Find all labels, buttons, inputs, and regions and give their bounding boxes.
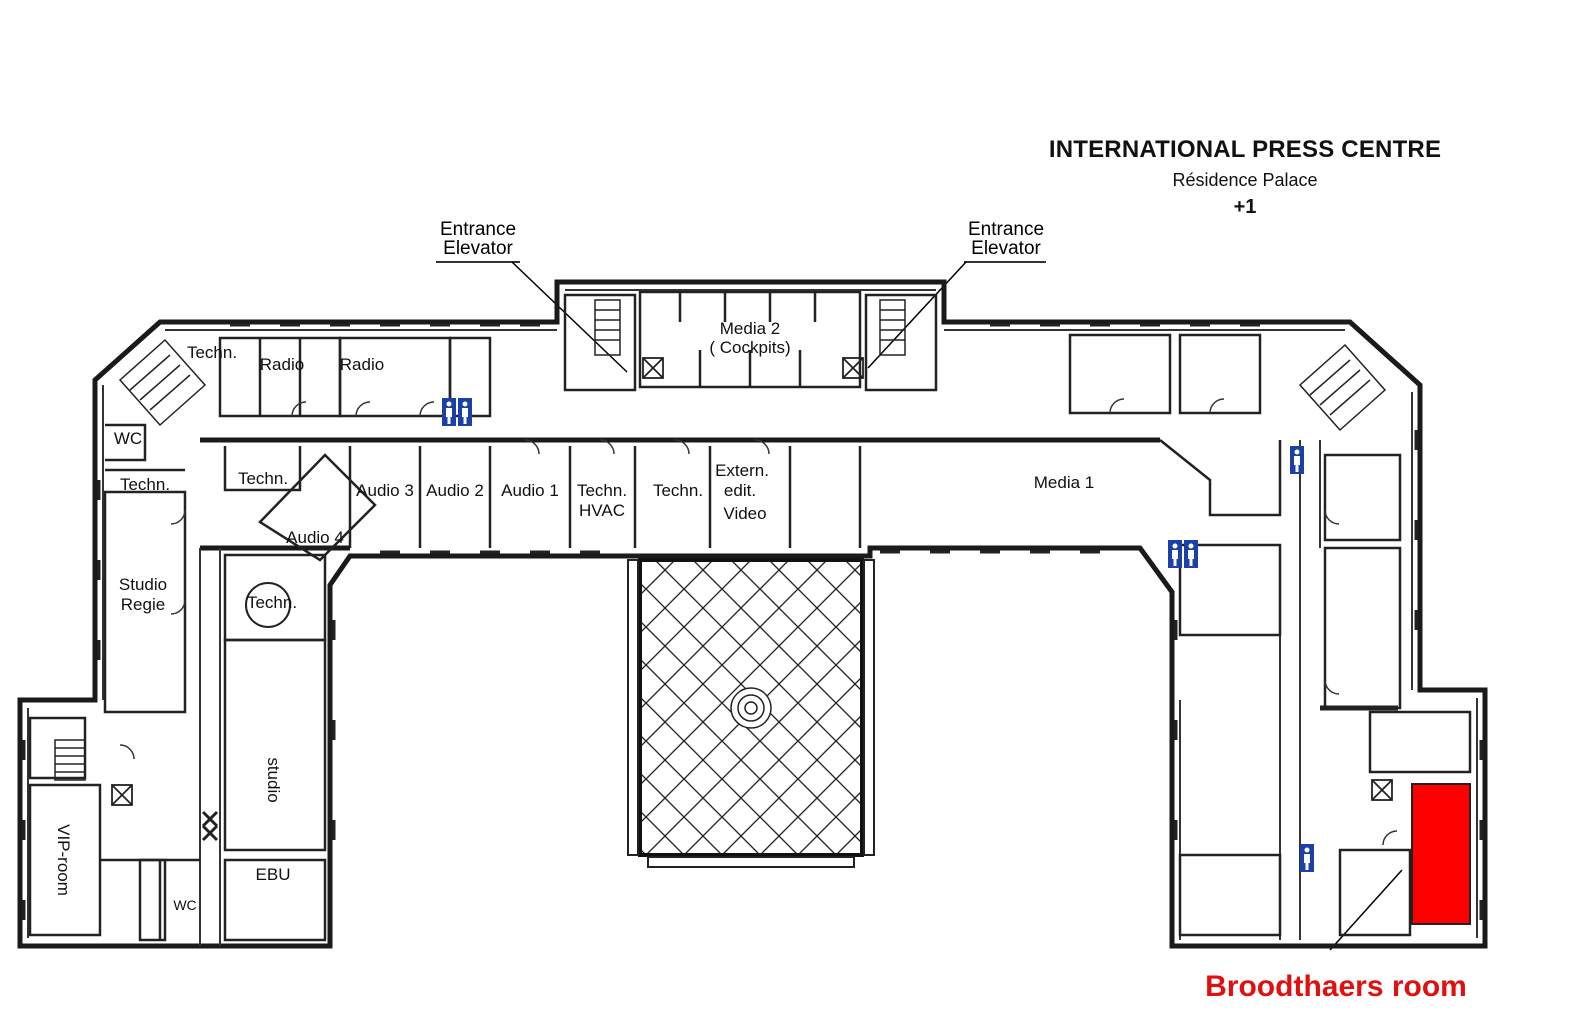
room-label: EBU [256,865,291,884]
round-techn-outline [245,582,291,628]
room-label: Extern. [715,461,769,480]
room-label: Techn. [247,593,297,612]
room-label: Video [723,504,766,523]
room-label: Techn. [120,475,170,494]
room-label: studio [264,757,283,802]
elevator-icon [111,357,1393,842]
room-label: HVAC [579,501,625,520]
staircase-icon [54,299,1387,781]
map-subtitle: Résidence Palace [1172,170,1318,190]
map-title: INTERNATIONAL PRESS CENTRE [1048,136,1442,163]
room-label: Media 1 [1034,473,1094,492]
leader-lines [511,261,1403,951]
corridor-rooms [223,439,1282,637]
callout-line: Entrance [439,219,517,240]
room-label: VIP-room [54,824,73,896]
room-label: Regie [121,595,165,614]
window-ticks [22,323,1483,920]
callout-line: Elevator [443,238,513,259]
entrance-elevator-callout-left: Entrance Elevator [418,220,538,258]
room-label: Audio 4 [286,528,344,547]
room-label: Audio 1 [501,481,559,500]
door-swing-icon [119,398,1398,846]
room-label: Radio [260,355,304,374]
courtyard-glass-roof [627,558,875,868]
entrance-elevator-callout-right: Entrance Elevator [946,220,1066,258]
broodthaers-room-label: Broodthaers room [1205,970,1467,1003]
room-label: Audio 2 [426,481,484,500]
room-label: Studio [119,575,167,594]
right-wing-rooms [1178,453,1472,937]
room-label: Radio [340,355,384,374]
room-label: Media 2 [720,319,780,338]
room-labels: Techn. Radio Radio Media 2 ( Cockpits) W… [54,319,1094,913]
room-label: Techn. [238,469,288,488]
building-walls [17,279,1488,949]
room-label: WC [173,897,196,913]
room-label: WC [114,429,142,448]
room-label: edit. [724,481,756,500]
room-label: ( Cockpits) [709,338,790,357]
callout-line: Elevator [971,238,1041,259]
room-label: Techn. [577,481,627,500]
room-label: Audio 3 [356,481,414,500]
room-label: Techn. [653,481,703,500]
broodthaers-room-highlight[interactable] [1411,783,1471,925]
callout-line: Entrance [967,219,1045,240]
floor-indicator: +1 [1233,196,1257,218]
room-label: Techn. [187,343,237,362]
